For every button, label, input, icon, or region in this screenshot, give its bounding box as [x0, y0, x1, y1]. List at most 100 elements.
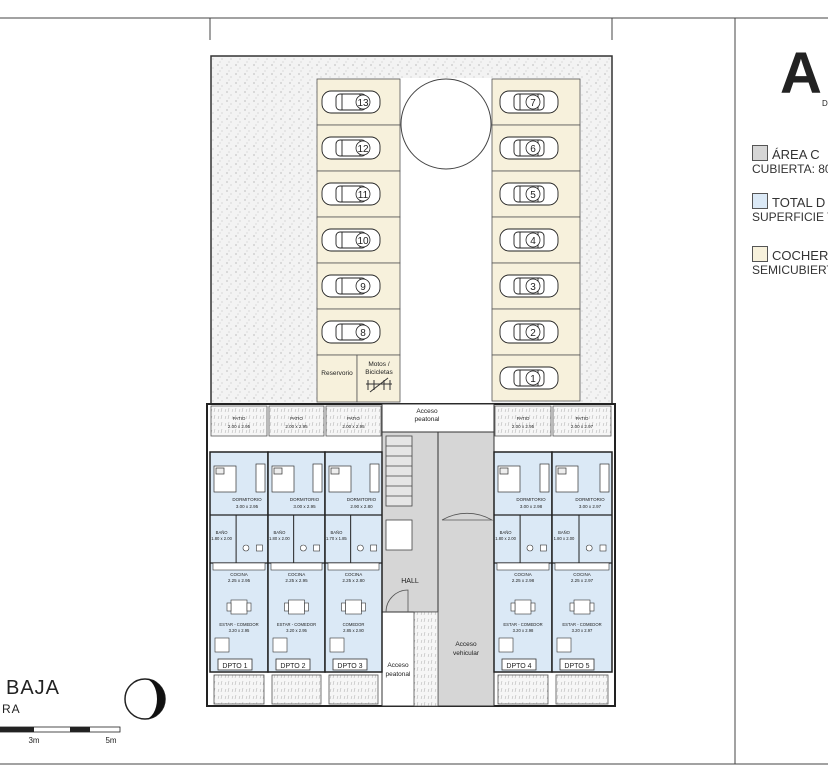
car-icon [321, 136, 381, 160]
unit-name-box [559, 658, 595, 671]
unit-name-box [275, 658, 311, 671]
reservoir-area [316, 354, 358, 403]
parking-space-number: 13 [357, 98, 369, 109]
room-dim-cocina: 2.25 x 2.98 [512, 578, 535, 583]
vehicle-access-lane [437, 431, 495, 707]
room-label-dormitorio: DORMITORIO [232, 497, 262, 502]
sink-icon [313, 544, 320, 552]
patio [210, 405, 268, 437]
room-dim-dormitorio: 3.00 x 2.95 [293, 504, 316, 509]
patio-label: PATIO [576, 416, 589, 421]
kitchen-counter [554, 562, 610, 571]
motos-label-1: Motos / [368, 361, 390, 368]
room-dim-dormitorio: 3.00 x 2.97 [579, 504, 602, 509]
legend-item-cocheras: COCHER [752, 246, 828, 263]
bed-icon [328, 465, 352, 493]
legend-title-2: TOTAL D [772, 195, 826, 210]
room-label-dormitorio: DORMITORIO [290, 497, 320, 502]
car-icon [321, 228, 381, 252]
parking-space-number: 1 [530, 374, 536, 385]
scale-label-3m: 3m [28, 736, 39, 745]
hall-label: HALL [401, 578, 419, 585]
toilet-icon [242, 544, 250, 552]
door-swing-access [385, 589, 409, 613]
scale-bar [0, 726, 121, 733]
unit-name: DPTO 4 [506, 663, 531, 670]
room-dim-dormitorio: 3.00 x 2.98 [520, 504, 543, 509]
sheet-border [0, 17, 828, 765]
room-label-estar: ESTAR - COMEDOR [503, 622, 542, 627]
room-dim-estar: 3.20 x 2.98 [513, 628, 534, 633]
planter-strip [413, 611, 439, 707]
reservoir-label: Reservorio [321, 370, 353, 377]
patio [325, 405, 382, 437]
front-gardens [213, 674, 609, 705]
room-label-estar: COMEDOR [343, 622, 365, 627]
legend-swatch-gray [752, 145, 768, 161]
parking-space-number: 9 [360, 282, 366, 293]
unit-name-box [501, 658, 537, 671]
room-label-dormitorio: DORMITORIO [347, 497, 377, 502]
unit-name-box [332, 658, 368, 671]
parking-space-number: 12 [357, 144, 369, 155]
dining-table-icon [569, 599, 595, 615]
space-number-circle [355, 94, 371, 110]
north-arrow-icon [124, 678, 166, 720]
wardrobe [255, 463, 266, 493]
sofa-icon [556, 637, 572, 653]
unit-name: DPTO 3 [337, 663, 362, 670]
room-dim-bano: 1.80 x 2.00 [269, 536, 290, 541]
patio-label: PATIO [233, 416, 246, 421]
logo: A [780, 41, 822, 106]
room-dim-cocina: 2.25 x 2.97 [571, 578, 594, 583]
room-label-bano: BAÑO [500, 530, 513, 535]
acceso-peatonal-bottom-2: peatonal [386, 671, 411, 678]
unit-name: DPTO 2 [280, 663, 305, 670]
motos-label-2: Bicicletas [365, 369, 393, 376]
legend-title-3: COCHER [772, 248, 828, 263]
toilet-icon [357, 544, 364, 552]
room-label-estar: ESTAR - COMEDOR [277, 622, 316, 627]
space-number-circle [355, 324, 371, 340]
room-label-dormitorio: DORMITORIO [575, 497, 605, 502]
room-label-cocina: COCINA [345, 572, 363, 577]
space-number-circle [355, 278, 371, 294]
parking-space-number: 8 [360, 328, 366, 339]
room-dim-estar: 3.20 x 2.97 [572, 628, 593, 633]
motos-area [356, 354, 401, 403]
legend-subtitle-1: CUBIERTA: 80 [752, 162, 828, 176]
bicycle-icon [366, 377, 392, 393]
room-dim-bano: 1.70 x 1.85 [326, 536, 347, 541]
space-number-circle [525, 94, 541, 110]
legend-title-1: ÁREA C [772, 147, 820, 162]
room-label-estar: ESTAR - COMEDOR [219, 622, 258, 627]
door-swing-hall [441, 512, 494, 521]
sofa-icon [214, 637, 230, 653]
toilet-icon [300, 544, 307, 552]
patio-label: PATIO [290, 416, 303, 421]
space-number-circle [525, 370, 541, 386]
front-garden [497, 674, 549, 705]
acceso-vehicular-2: vehicular [453, 650, 480, 657]
parking-space-number: 11 [358, 190, 369, 201]
parking-space-number: 2 [530, 328, 536, 339]
plan-subtitle: RA [2, 702, 21, 716]
acceso-vehicular-1: Acceso [455, 641, 477, 648]
patio-dim: 2.00 x 2.95 [342, 424, 365, 429]
car-icon [321, 182, 381, 206]
sofa-icon [272, 637, 288, 653]
scale-label-5m: 5m [105, 736, 116, 745]
patio-label: PATIO [517, 416, 530, 421]
kitchen-counter [212, 562, 266, 571]
logo-subtext: D [822, 99, 828, 108]
room-label-bano: BAÑO [216, 530, 229, 535]
dining-table-icon [510, 599, 536, 615]
room-label-cocina: COCINA [288, 572, 306, 577]
